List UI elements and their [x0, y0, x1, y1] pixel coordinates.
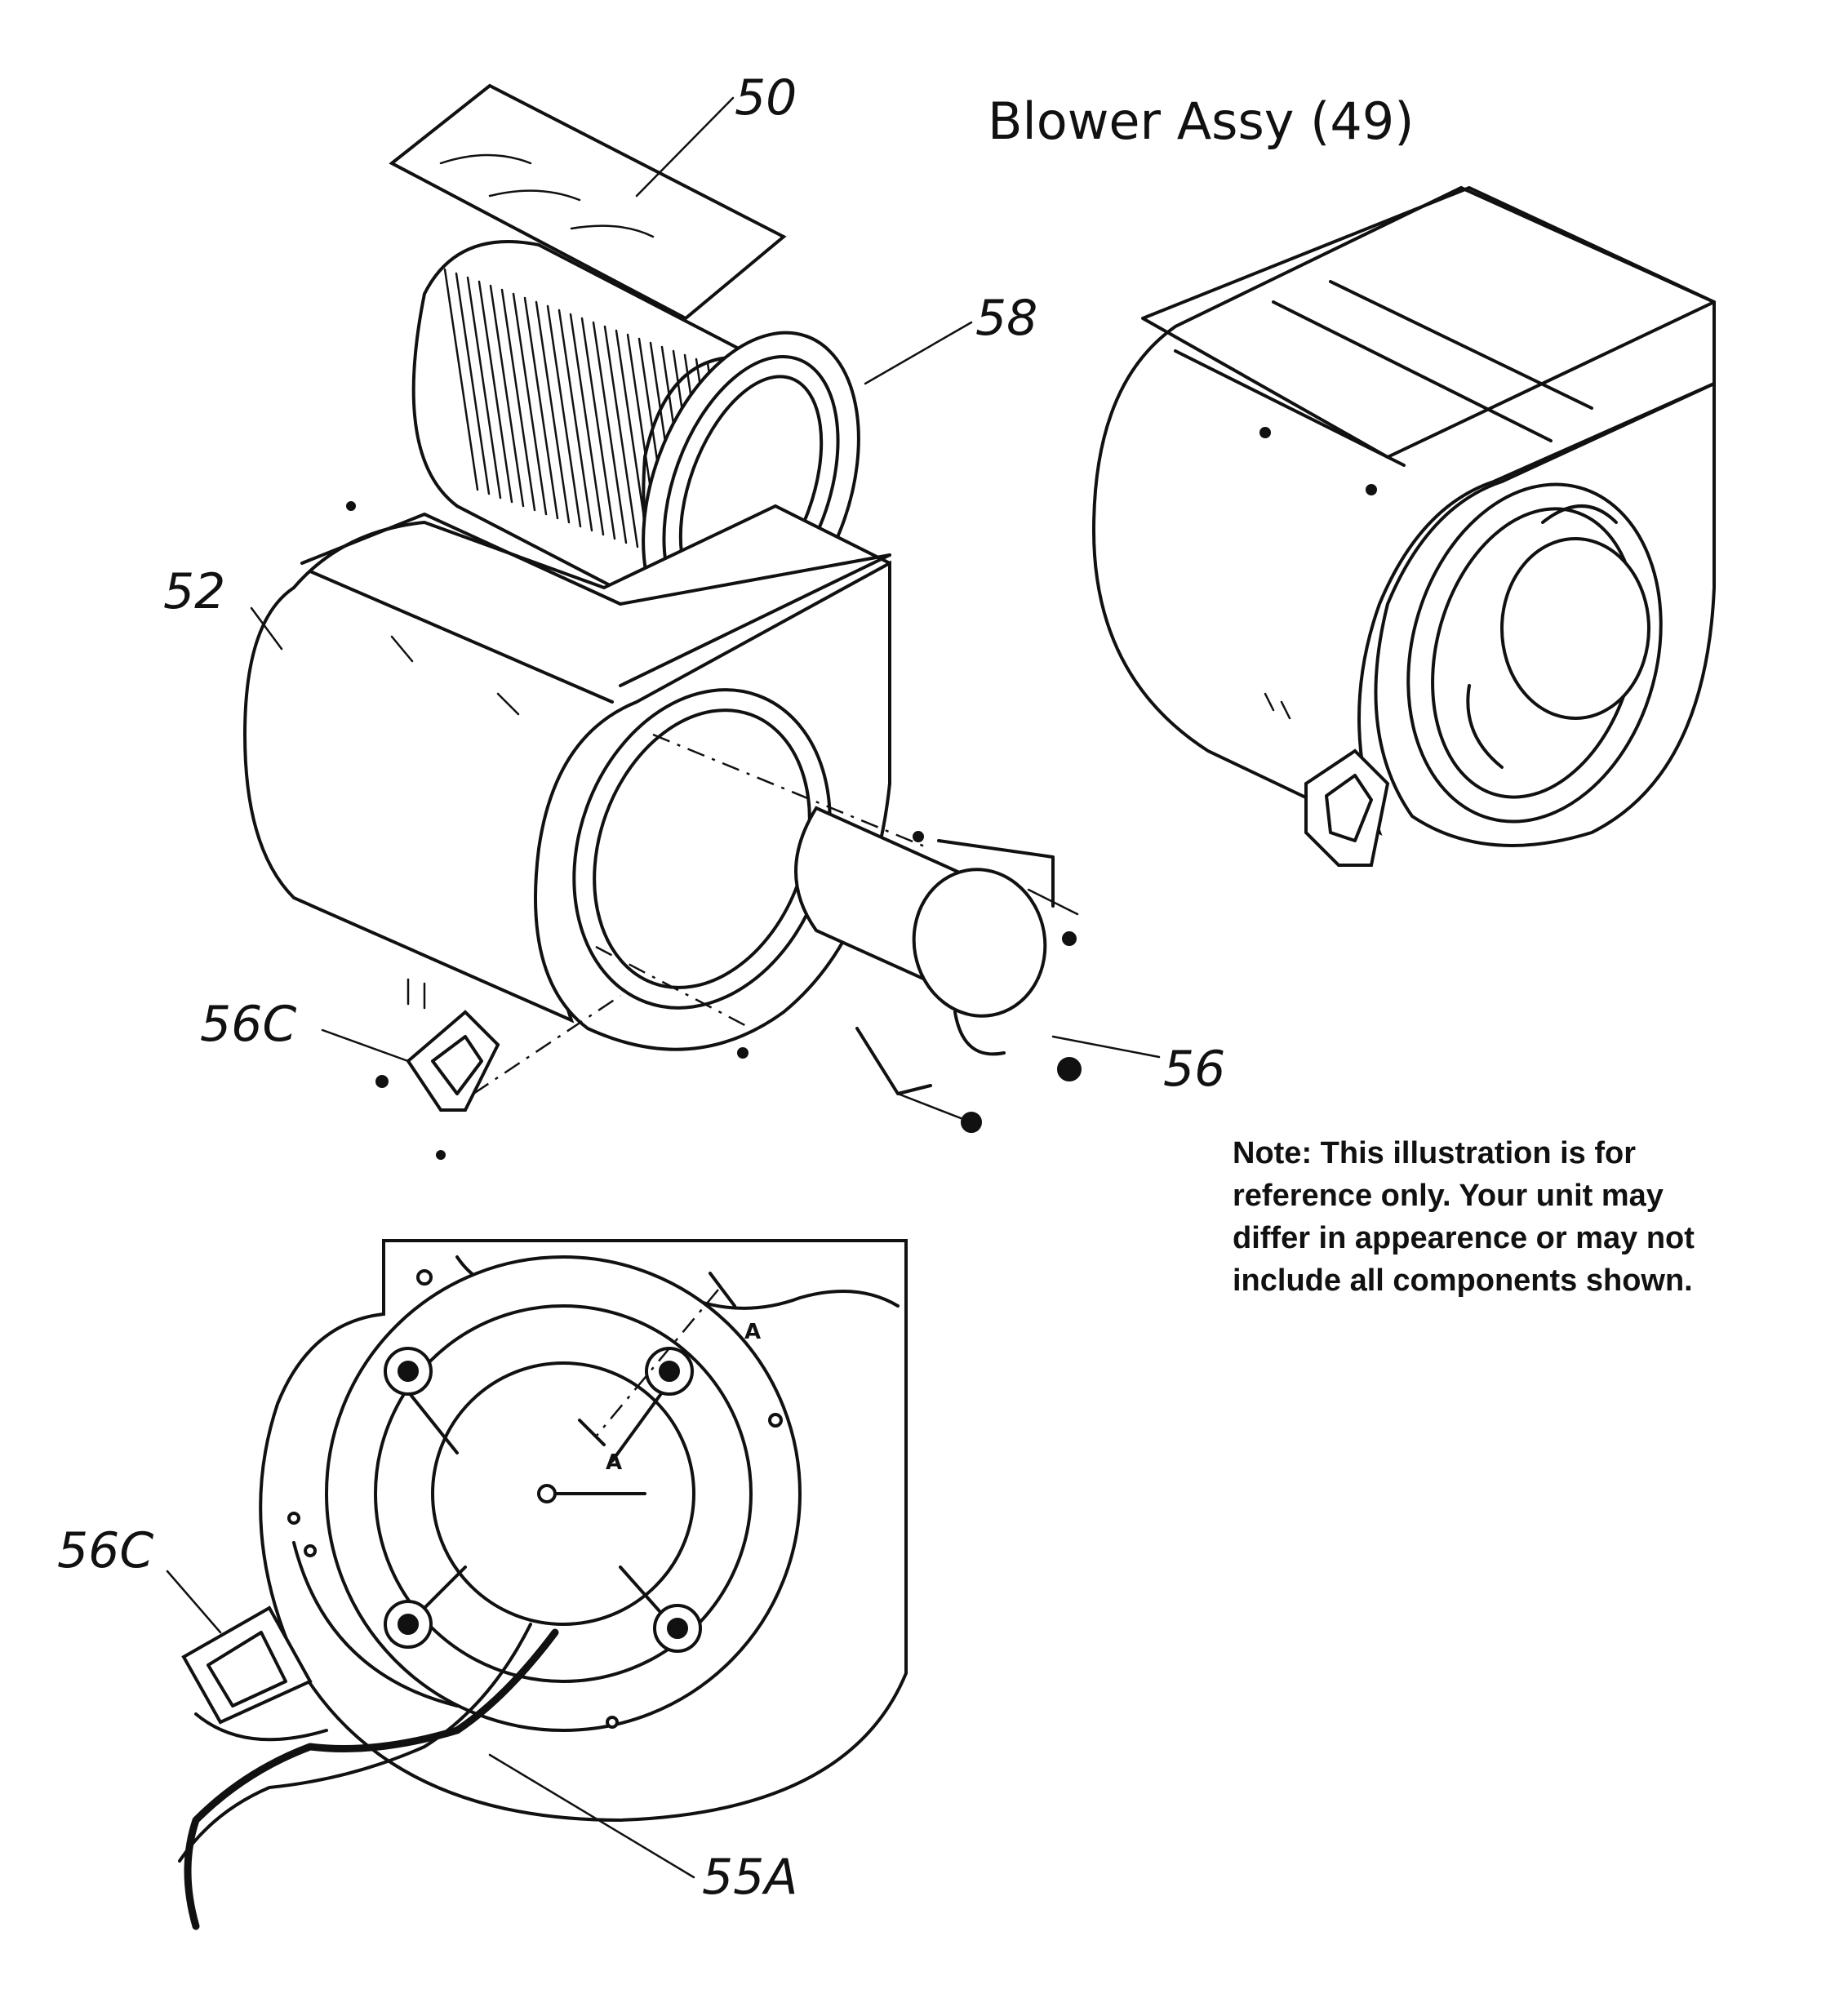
capacitor-drawing-top [375, 1010, 500, 1160]
note-line-3: differ in appearence or may not [1233, 1221, 1695, 1255]
callout-56: 56 [1163, 1041, 1225, 1098]
callout-52: 52 [163, 563, 225, 620]
wheel-fin [523, 296, 559, 520]
motor-drawing [794, 806, 1082, 1133]
wheel-fin [535, 300, 571, 524]
wheel-fin [466, 276, 502, 500]
note-line-2: reference only. Your unit may [1233, 1179, 1664, 1213]
wheel-fin [603, 325, 639, 548]
callout-58: 58 [975, 290, 1037, 347]
note-line-1: Note: This illustration is for [1233, 1136, 1636, 1170]
diagram-title: Blower Assy (49) [988, 91, 1414, 151]
exploded-view [242, 83, 1161, 1160]
wheel-fin [455, 272, 491, 495]
callout-55a: 55A [702, 1849, 797, 1906]
section-mark-a-upper: A [744, 1320, 761, 1344]
cutoff-plate-drawing [389, 83, 787, 321]
callout-56c-top: 56C [200, 996, 296, 1053]
wheel-fin [500, 288, 536, 512]
wheel-fin [569, 313, 605, 536]
callout-50: 50 [735, 69, 797, 127]
reference-note: Note: This illustration is for reference… [1233, 1136, 1695, 1298]
end-view [166, 1239, 908, 1930]
note-line-4: include all components shown. [1233, 1263, 1693, 1298]
section-mark-a-lower: A [606, 1450, 622, 1475]
assembled-view [1091, 185, 1716, 867]
wheel-fin [478, 280, 513, 504]
wheel-fin [443, 268, 479, 491]
wheel-fin [546, 304, 582, 528]
wheel-fin [580, 317, 616, 540]
wheel-fin [558, 309, 593, 532]
wheel-fin [512, 292, 548, 516]
wheel-fin [592, 321, 628, 544]
callout-56c-bottom: 56C [57, 1522, 153, 1579]
wheel-fin [489, 284, 525, 508]
blower-housing-drawing [242, 501, 931, 1095]
